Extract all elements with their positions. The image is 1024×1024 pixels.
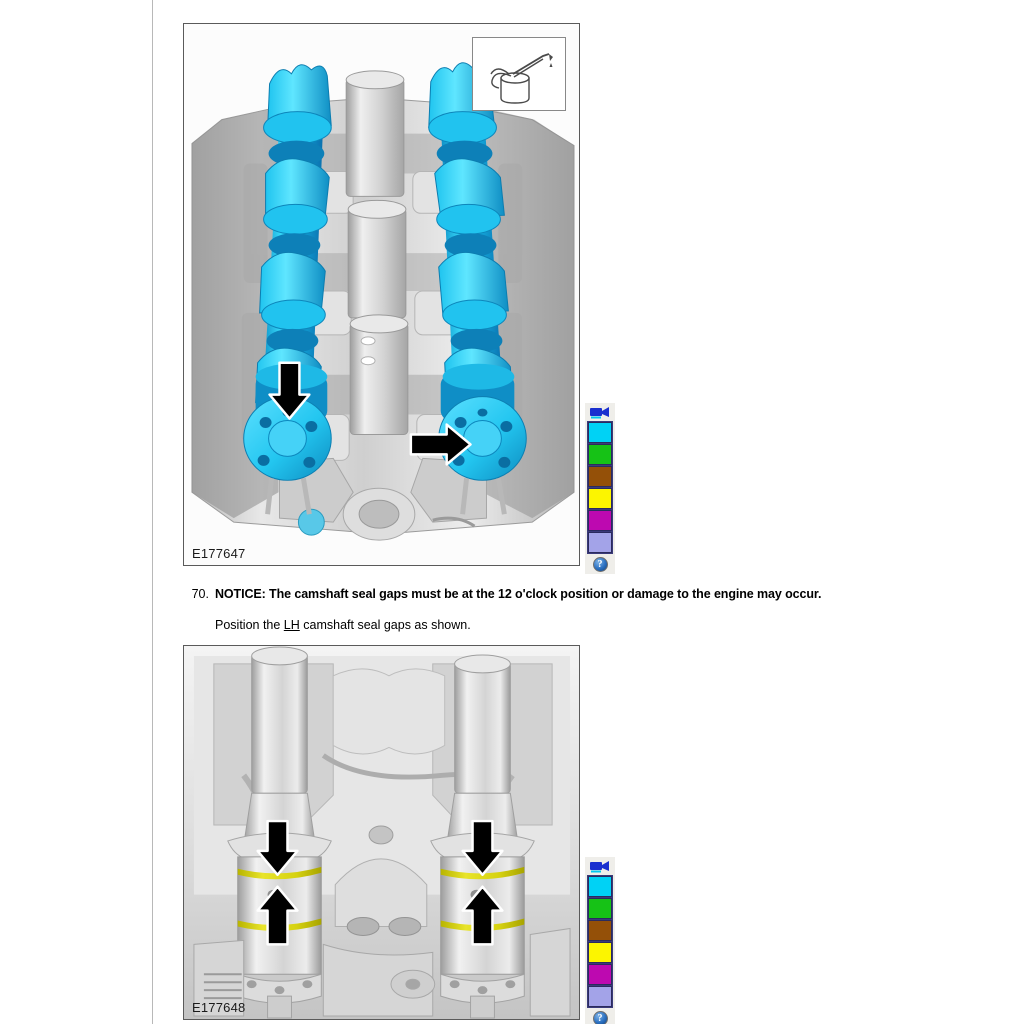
swatch-brown[interactable]: [588, 466, 612, 487]
figure-caption-bottom: E177648: [192, 1000, 246, 1015]
callout-arrow-right: [409, 423, 472, 466]
step-notice-text: NOTICE: The camshaft seal gaps must be a…: [215, 587, 822, 601]
swatch-cyan[interactable]: [588, 876, 612, 897]
oil-can-inset-box: [472, 37, 566, 111]
callout-arrow-down: [268, 361, 311, 420]
swatch-yellow[interactable]: [588, 488, 612, 509]
instruction-emphasis-lh: LH: [283, 617, 300, 632]
swatch-yellow[interactable]: [588, 942, 612, 963]
callout-arrow-down-left: [256, 819, 299, 877]
step-notice-line: 70. NOTICE: The camshaft seal gaps must …: [183, 586, 883, 603]
figure-camshaft-installation: E177647: [183, 23, 580, 566]
callout-arrow-up-left: [256, 885, 299, 946]
step-instruction-line: Position the LH camshaft seal gaps as sh…: [183, 618, 883, 632]
camshaft-left-grey: [227, 646, 332, 1019]
camshaft-left: [243, 64, 332, 515]
figure-caption-top: E177647: [192, 546, 246, 561]
swatch-stack[interactable]: [587, 421, 613, 554]
swatch-green[interactable]: [588, 898, 612, 919]
swatch-periwinkle[interactable]: [588, 532, 612, 553]
swatch-brown[interactable]: [588, 920, 612, 941]
swatch-green[interactable]: [588, 444, 612, 465]
help-question-icon[interactable]: ?: [592, 1011, 608, 1024]
swatch-cyan[interactable]: [588, 422, 612, 443]
swatch-stack[interactable]: [587, 875, 613, 1008]
swatch-periwinkle[interactable]: [588, 986, 612, 1007]
color-palette-widget-top[interactable]: ?: [585, 403, 615, 574]
step-70-block: 70. NOTICE: The camshaft seal gaps must …: [183, 586, 883, 632]
video-camera-icon[interactable]: [589, 859, 611, 873]
instruction-prefix: Position the: [215, 617, 284, 632]
content-divider-line: [152, 0, 153, 1024]
oil-can-icon: [473, 38, 565, 110]
camshaft-right: [428, 62, 527, 515]
swatch-magenta[interactable]: [588, 964, 612, 985]
illustration-seal-gaps: [184, 646, 579, 1019]
camshaft-right-grey: [430, 654, 535, 1019]
video-camera-icon[interactable]: [589, 405, 611, 419]
illustration-camshafts-cyan: [184, 24, 579, 565]
help-question-icon[interactable]: ?: [592, 557, 608, 572]
callout-arrow-down-right: [461, 819, 504, 877]
instruction-suffix: camshaft seal gaps as shown.: [299, 617, 471, 632]
callout-arrow-up-right: [461, 885, 504, 946]
color-palette-widget-bottom[interactable]: ?: [585, 857, 615, 1024]
figure-camshaft-seal-gaps: E177648: [183, 645, 580, 1020]
step-number: 70.: [191, 587, 209, 601]
swatch-magenta[interactable]: [588, 510, 612, 531]
